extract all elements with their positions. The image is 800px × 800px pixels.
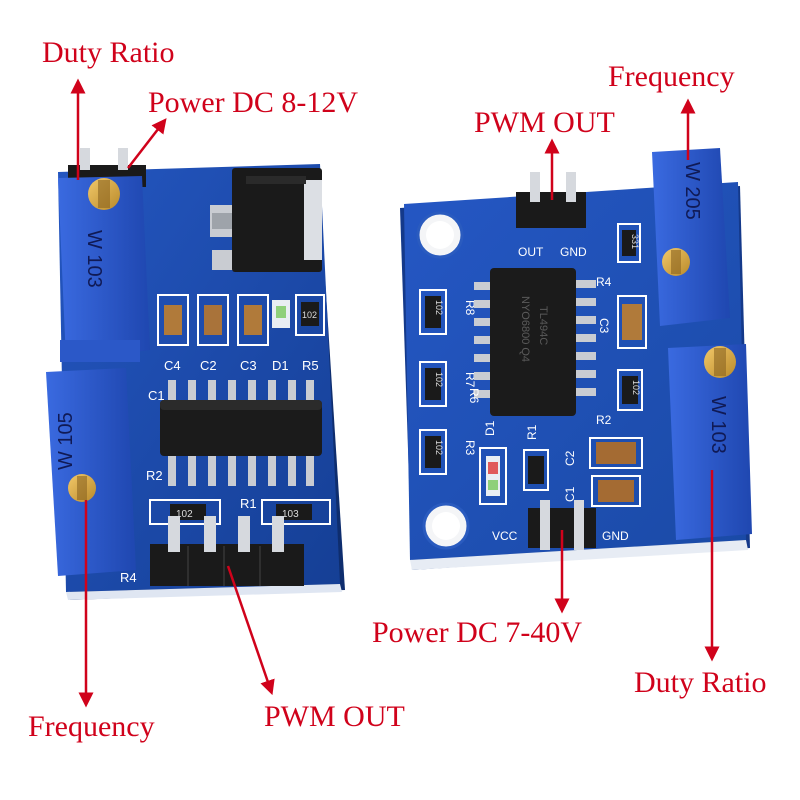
potentiometer-top-left: W 103: [58, 176, 150, 362]
right-board: OUT GND 331 R4 102 R8 102 R7 102 R3: [400, 148, 752, 570]
arrow-pwm-out-left: [226, 565, 275, 696]
silk-r3: R3: [463, 440, 477, 456]
voltage-regulator: [210, 168, 322, 272]
label-frequency-right: Frequency: [608, 60, 735, 93]
resistor-code: 102: [302, 310, 317, 320]
label-pwm-out-right: PWM OUT: [474, 106, 615, 139]
label-duty-ratio-left: Duty Ratio: [42, 36, 175, 69]
silk-r1: R1: [240, 496, 257, 511]
resistor-code: 102: [434, 300, 444, 315]
smd-row-left: 102: [157, 294, 325, 346]
callout-arrows: [70, 78, 720, 708]
silk-d1: D1: [272, 358, 289, 373]
silk-d1: D1: [483, 420, 497, 436]
potentiometer-bottom-right: W 103: [668, 344, 752, 540]
silk-c2: C2: [563, 450, 577, 466]
resistor-code: 102: [434, 372, 444, 387]
silk-r5: R5: [302, 358, 319, 373]
silk-c1: C1: [563, 486, 577, 502]
ic-chip-right: NYO6800 Q4 TL494C: [474, 268, 596, 416]
label-power-left: Power DC 8-12V: [148, 86, 358, 119]
potentiometer-top-right: W 205: [652, 148, 730, 326]
silk-c2: C2: [200, 358, 217, 373]
label-power-right: Power DC 7-40V: [372, 616, 582, 649]
silk-r8: R8: [463, 300, 477, 316]
silk-r2: R2: [596, 413, 612, 427]
silk-c3: C3: [240, 358, 257, 373]
pot-marking: W 103: [83, 230, 105, 288]
silk-r6: R6: [467, 388, 481, 404]
silk-gnd-bottom: GND: [602, 529, 629, 543]
silk-c3: C3: [597, 318, 611, 334]
label-pwm-out-left: PWM OUT: [264, 700, 405, 733]
smd-left-column-right: 102 R8 102 R7 102 R3: [419, 289, 477, 475]
silk-vcc: VCC: [492, 529, 518, 543]
ic-chip-left: [160, 380, 322, 486]
chip-marking: TL494C: [537, 306, 549, 345]
smd-bottom-left: 102 103: [149, 499, 331, 525]
resistor-code: 331: [630, 234, 640, 249]
silk-out: OUT: [518, 245, 544, 259]
pwm-out-header-left: [150, 516, 304, 586]
pwm-out-header-right: OUT GND: [516, 172, 587, 259]
chip-marking: NYO6800 Q4: [519, 296, 531, 362]
silk-r4: R4: [596, 275, 612, 289]
resistor-code: 103: [282, 509, 299, 520]
silk-left-row: C4 C2 C3 D1 R5 C1 R2 R1 R4: [120, 358, 319, 585]
pot-marking: W 105: [55, 412, 77, 470]
label-frequency-left: Frequency: [28, 710, 155, 743]
silk-r2: R2: [146, 468, 163, 483]
silk-r4: R4: [120, 570, 137, 585]
label-duty-ratio-right: Duty Ratio: [634, 666, 767, 699]
silk-c1: C1: [148, 388, 165, 403]
resistor-code: 102: [176, 509, 193, 520]
silk-gnd-top: GND: [560, 245, 587, 259]
arrow-power-left: [127, 118, 167, 169]
potentiometer-bottom-left: W 105: [46, 368, 136, 576]
pot-marking: W 103: [707, 396, 729, 454]
resistor-code: 102: [631, 380, 641, 395]
silk-c4: C4: [164, 358, 181, 373]
silk-r1: R1: [525, 424, 539, 440]
resistor-code: 102: [434, 440, 444, 455]
left-board: 102 C4 C2 C3 D1 R5 C1 R2 R1 R4: [46, 148, 345, 600]
silk-r7: R7: [463, 372, 477, 388]
pot-marking: W 205: [681, 162, 703, 220]
